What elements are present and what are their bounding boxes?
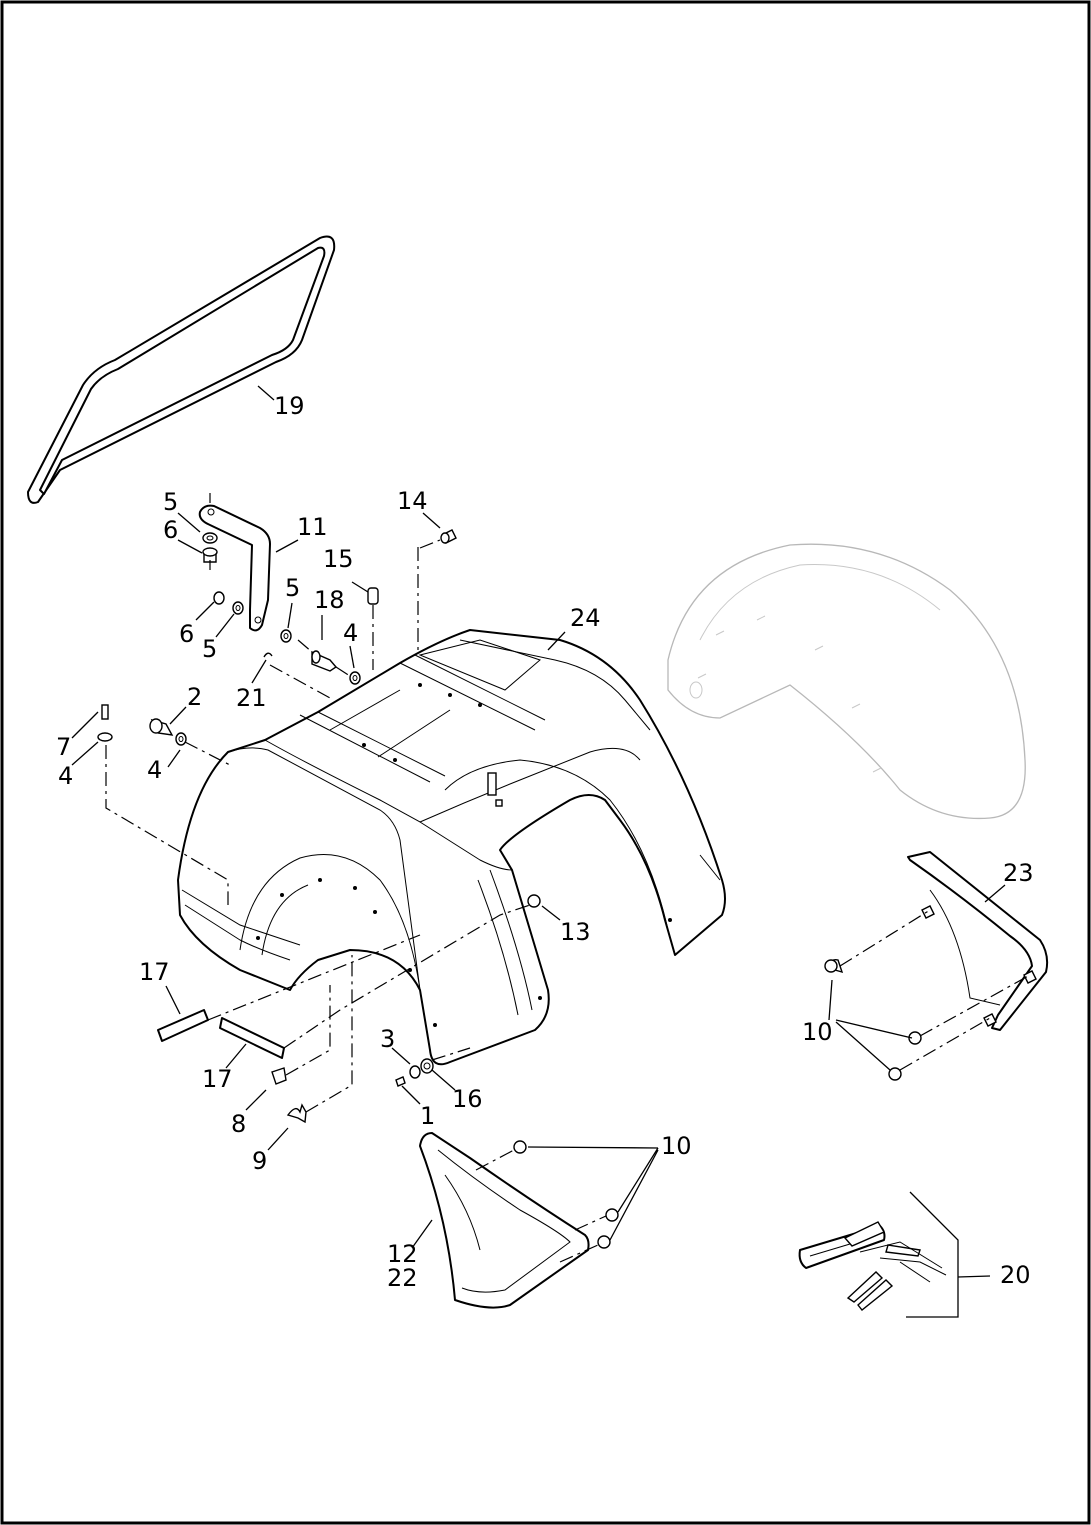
alignment-lines	[105, 493, 1031, 1263]
parts-8-9-clips	[271, 1067, 307, 1124]
part-19-lid-seal	[27, 235, 336, 504]
callout-9: 9	[252, 1147, 267, 1175]
callout-15: 15	[323, 545, 354, 573]
callout-labels: 19 5 6 11 14 15 5 18 6 5 4 24 21 2 7 4 4…	[56, 392, 1034, 1292]
callout-4-left: 4	[58, 762, 73, 790]
callout-16: 16	[452, 1085, 483, 1113]
callout-6-mid: 6	[179, 620, 194, 648]
callout-1: 1	[420, 1102, 435, 1130]
callout-5-top: 5	[163, 488, 178, 516]
callout-24: 24	[570, 604, 601, 632]
callout-6-top: 6	[163, 516, 178, 544]
callout-2: 2	[187, 683, 202, 711]
rear-fender-reference	[667, 543, 1026, 820]
callout-12: 12	[387, 1240, 418, 1268]
callout-17-top: 17	[139, 958, 170, 986]
part-11-bracket	[198, 504, 271, 632]
part-12-22-side-panel	[419, 1132, 619, 1309]
leader-lines	[71, 385, 1006, 1318]
callout-13: 13	[560, 918, 591, 946]
callout-4-mid: 4	[147, 756, 162, 784]
part-24-lid-body	[177, 629, 726, 1066]
callout-5-mid: 5	[285, 574, 300, 602]
callout-20: 20	[1000, 1261, 1031, 1289]
callout-21: 21	[236, 684, 267, 712]
part-23-side-bracket	[824, 851, 1049, 1081]
callout-19: 19	[274, 392, 305, 420]
callout-14: 14	[397, 487, 428, 515]
callout-10-bottom: 10	[661, 1132, 692, 1160]
hardware-lower	[395, 894, 541, 1087]
callout-23: 23	[1003, 859, 1034, 887]
callout-22: 22	[387, 1264, 418, 1292]
callout-8: 8	[231, 1110, 246, 1138]
callout-7: 7	[56, 733, 71, 761]
callout-18: 18	[314, 586, 345, 614]
callout-4-upper: 4	[343, 619, 358, 647]
part-17-strips	[157, 1009, 285, 1059]
hardware-upper	[97, 529, 457, 746]
callout-10-right: 10	[802, 1018, 833, 1046]
callout-3: 3	[380, 1025, 395, 1053]
callout-11: 11	[297, 513, 328, 541]
callout-5-low: 5	[202, 635, 217, 663]
callout-17-bottom: 17	[202, 1065, 233, 1093]
part-20-tool-kit	[798, 1221, 947, 1311]
